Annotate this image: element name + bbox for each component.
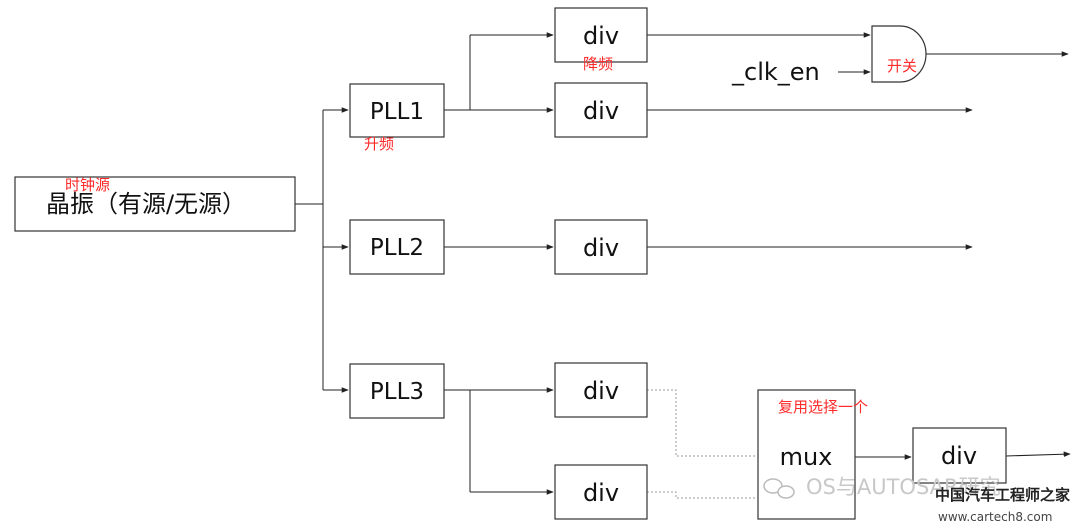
div6-block: div [912, 427, 1007, 484]
mux-select-note: 复用选择一个 [778, 398, 868, 416]
and-gate-shape [871, 25, 927, 83]
div4-box [554, 362, 648, 418]
div4-label: div [583, 377, 619, 405]
div2-box [554, 82, 648, 138]
div3-block: div [554, 219, 648, 275]
pll1-upscale-note: 升频 [364, 135, 394, 153]
pll2-box [349, 219, 445, 275]
gate-switch-note: 开关 [887, 57, 917, 75]
wire-div6-out [1005, 451, 1071, 457]
crystal-source: 晶振（有源/无源） 时钟源 [14, 176, 296, 232]
crystal-box [14, 176, 296, 232]
wechat-icon [763, 478, 795, 499]
div5-box [554, 464, 648, 520]
watermark-site-url: www.cartech8.com [938, 510, 1052, 524]
watermark: OS与AUTOSAR研究 中国汽车工程师之家 www.cartech8.com [763, 475, 1070, 524]
mux-block: mux 复用选择一个 [757, 389, 868, 520]
mux-box [757, 389, 856, 520]
connections [295, 32, 1071, 499]
pll3-label: PLL3 [370, 379, 424, 405]
div1-box [554, 7, 648, 63]
div1-label: div [583, 22, 619, 50]
div2-label: div [583, 97, 619, 125]
div2-block: div [554, 82, 648, 138]
clk-en-label: _clk_en [731, 58, 820, 86]
pll1-block: PLL1 升频 [349, 83, 445, 153]
pll1-label: PLL1 [370, 99, 424, 125]
div5-label: div [583, 479, 619, 507]
wire-div4-to-mux [647, 389, 756, 457]
pll3-block: PLL3 [349, 363, 445, 419]
div1-block: div 降频 [554, 7, 648, 73]
wire-div5-to-mux [647, 491, 756, 499]
and-gate: 开关 _clk_en [731, 25, 927, 86]
pll2-label: PLL2 [370, 235, 424, 261]
watermark-channel: OS与AUTOSAR研究 [806, 475, 1001, 499]
downscale-note: 降频 [583, 55, 613, 73]
crystal-label: 晶振（有源/无源） [46, 190, 246, 218]
pll1-box [349, 83, 445, 138]
div3-box [554, 219, 648, 275]
pll3-box [349, 363, 445, 419]
div6-label: div [941, 442, 977, 470]
div4-block: div [554, 362, 648, 418]
div6-box [912, 427, 1007, 484]
clock-source-note: 时钟源 [65, 176, 110, 194]
mux-label: mux [780, 443, 833, 471]
pll2-block: PLL2 [349, 219, 445, 275]
watermark-site-name: 中国汽车工程师之家 [935, 486, 1070, 504]
div3-label: div [583, 234, 619, 262]
div5-block: div [554, 464, 648, 520]
